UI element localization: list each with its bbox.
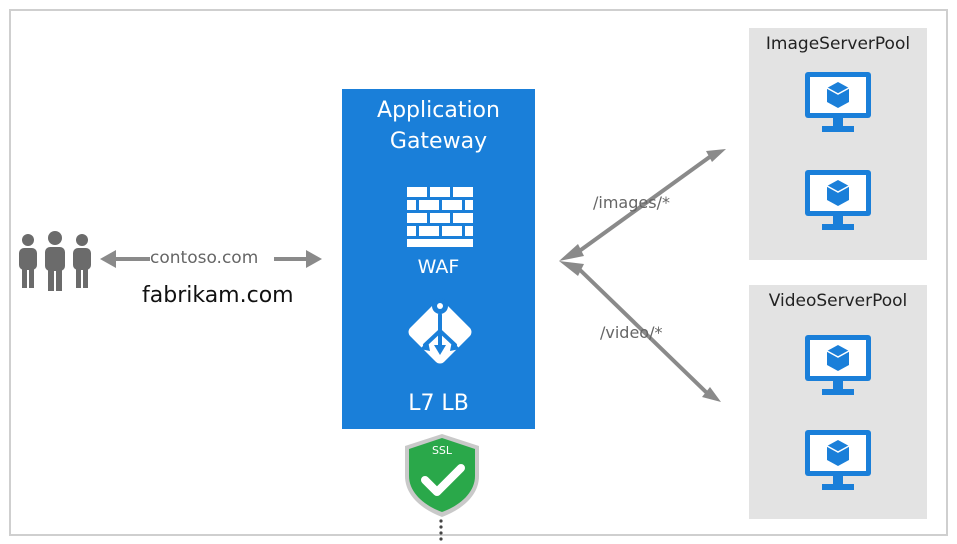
ssl-label: SSL: [431, 444, 453, 457]
vm-icon: [805, 72, 871, 132]
firewall-icon: [407, 187, 473, 247]
gateway-title-line2: Gateway: [389, 129, 488, 154]
video-pool-title: VideoServerPool: [768, 291, 908, 311]
l7-lb-label: L7 LB: [408, 391, 469, 416]
waf-label: WAF: [417, 256, 460, 278]
load-balancer-icon: [408, 298, 472, 364]
gateway-title-line1: Application: [377, 98, 500, 123]
image-server-pool: ImageServerPool: [749, 28, 927, 260]
diagram-frame: [9, 9, 948, 536]
video-route-label: /video/*: [600, 323, 663, 342]
routing-arrows: [559, 149, 726, 402]
contoso-label: contoso.com: [150, 248, 259, 268]
client-arrow: [100, 250, 322, 268]
dotted-connector: [439, 519, 443, 541]
images-route-label: /images/*: [593, 193, 670, 212]
vm-icon: [805, 430, 871, 490]
fabrikam-label: fabrikam.com: [142, 283, 294, 308]
image-pool-title: ImageServerPool: [765, 34, 911, 54]
vm-icon: [805, 335, 871, 395]
application-gateway: Application Gateway WAF L7 LB: [342, 89, 535, 429]
ssl-shield-icon: [405, 434, 479, 517]
vm-icon: [805, 170, 871, 230]
video-server-pool: VideoServerPool: [749, 285, 927, 519]
users-icon: [19, 231, 91, 291]
